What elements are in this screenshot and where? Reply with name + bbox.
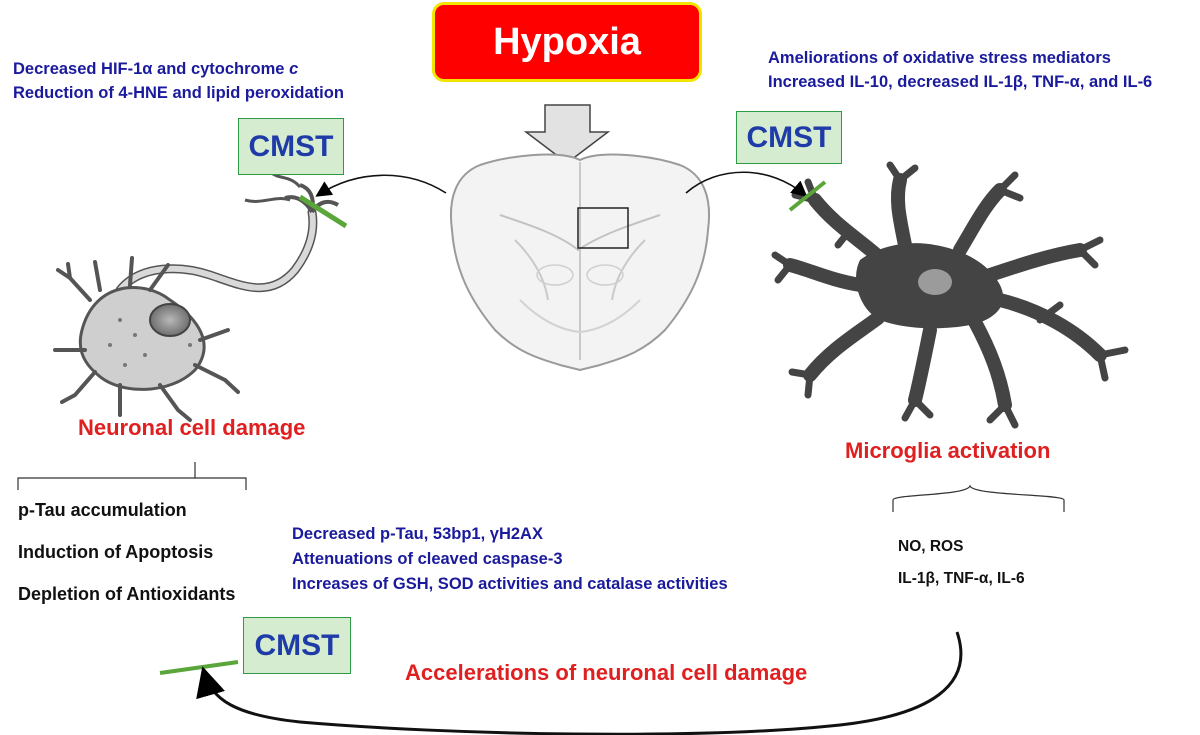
neuron-cell-image [53,170,340,422]
effect-line: Decreased p-Tau, 53bp1, γH2AX [292,525,543,543]
neuron-item: Induction of Apoptosis [18,542,214,562]
cmst-box-microglia: CMST [736,111,842,164]
neuron-bracket [17,462,247,490]
effect-line: Increases of GSH, SOD activities and cat… [292,575,728,593]
effect-line: Reduction of 4-HNE and lipid peroxidatio… [13,84,344,102]
feedback-arrow [196,631,963,735]
brain-section-image [449,153,711,372]
inhibit-bar-feedback [159,660,239,675]
cmst-box-feedback: CMST [243,617,351,674]
hypoxia-down-arrow [523,104,611,164]
microglia-cell-image [771,161,1129,429]
inhibit-bar-microglia [788,180,827,212]
arrow-brain-to-neuron [315,174,447,197]
neuron-item: Depletion of Antioxidants [18,584,236,604]
microglia-item: IL-1β, TNF-α, IL-6 [898,570,1025,587]
microglia-activation-label: Microglia activation [845,438,1051,463]
effect-line: Increased IL-10, decreased IL-1β, TNF-α,… [768,73,1153,91]
neuronal-damage-label: Neuronal cell damage [78,415,306,440]
feedback-label: Accelerations of neuronal cell damage [405,660,808,685]
effect-line: Decreased HIF-1α and cytochrome c [13,60,299,78]
effect-line: Ameliorations of oxidative stress mediat… [768,49,1111,67]
brain-focus-box [577,207,629,249]
arrow-brain-to-microglia [685,171,808,198]
inhibit-bar-neuron [298,194,348,229]
top-left-effects: Decreased HIF-1α and cytochrome c Reduct… [13,57,344,105]
middle-effects: Decreased p-Tau, 53bp1, γH2AX Attenuatio… [292,522,728,597]
effect-line: Attenuations of cleaved caspase-3 [292,550,563,568]
cmst-box-neuron: CMST [238,118,344,175]
hypoxia-title: Hypoxia [432,2,702,82]
microglia-bracket [892,484,1065,512]
top-right-effects: Ameliorations of oxidative stress mediat… [768,46,1152,94]
microglia-item: NO, ROS [898,538,964,555]
neuron-item: p-Tau accumulation [18,500,187,520]
